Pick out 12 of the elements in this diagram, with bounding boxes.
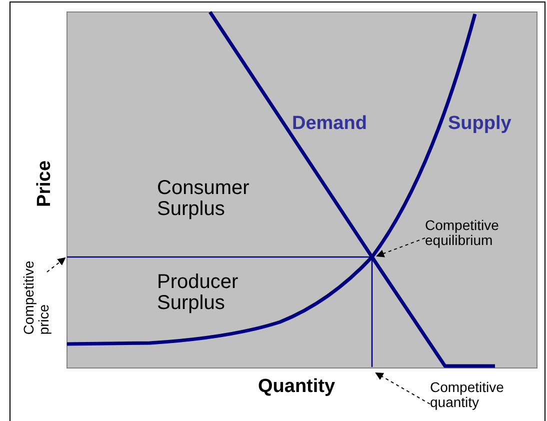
leader-line	[46, 257, 66, 272]
leader-line	[375, 372, 430, 404]
annotation-text: Competitive price	[21, 254, 51, 335]
annotation-text: Competitive equilibrium	[425, 218, 535, 248]
curve-label: Demand	[292, 114, 367, 134]
region-label: Consumer Surplus	[157, 178, 250, 220]
axis-title: Quantity	[258, 377, 336, 397]
curve-label: Supply	[448, 114, 512, 134]
axis-title: Price	[35, 159, 55, 207]
leader-line	[376, 238, 426, 258]
annotation-text: Competitive quantity	[430, 380, 540, 410]
region-label: Producer Surplus	[157, 272, 240, 314]
